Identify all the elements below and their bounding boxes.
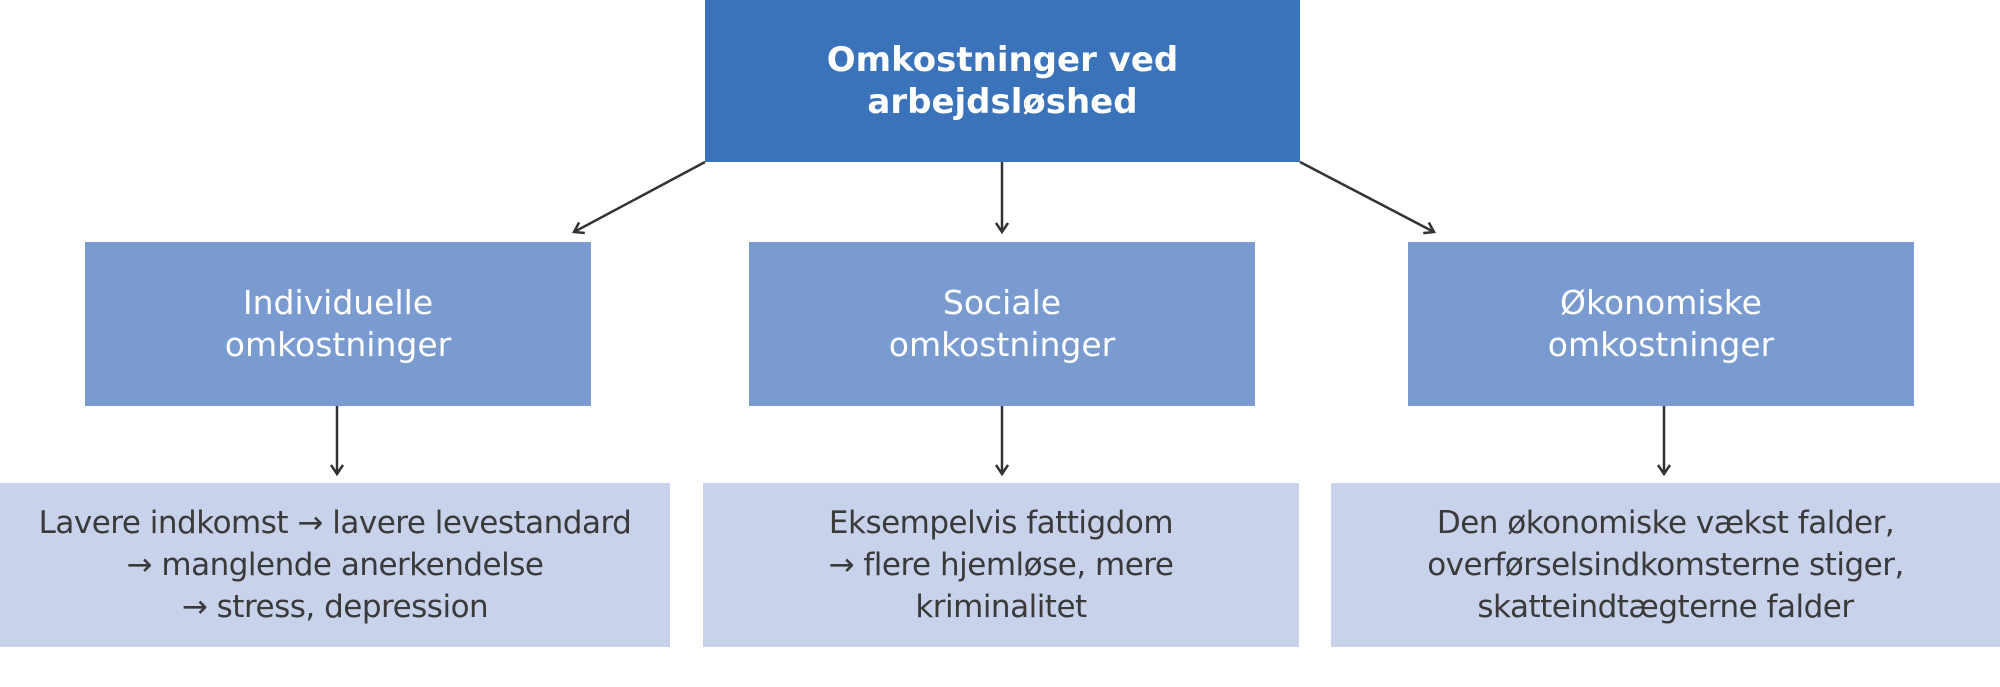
category-label: Økonomiske omkostninger [1547,283,1775,364]
detail-social: Eksempelvis fattigdom → flere hjemløse, … [703,483,1299,647]
arrow-root-to-economic [1299,160,1434,232]
root-label: Omkostninger ved arbejdsløshed [826,40,1179,122]
category-economic: Økonomiske omkostninger [1408,242,1914,406]
detail-individual: Lavere indkomst → lavere levestandard → … [0,483,670,647]
category-label: Sociale omkostninger [888,283,1116,364]
root-node: Omkostninger ved arbejdsløshed [705,0,1300,162]
detail-text: Lavere indkomst → lavere levestandard → … [38,505,632,625]
detail-text: Den økonomiske vækst falder, overførsels… [1427,505,1904,625]
detail-text: Eksempelvis fattigdom → flere hjemløse, … [828,505,1174,625]
category-label: Individuelle omkostninger [224,283,452,364]
category-individual: Individuelle omkostninger [85,242,591,406]
arrow-root-to-individual [574,160,706,232]
detail-economic: Den økonomiske vækst falder, overførsels… [1331,483,2000,647]
category-social: Sociale omkostninger [749,242,1255,406]
